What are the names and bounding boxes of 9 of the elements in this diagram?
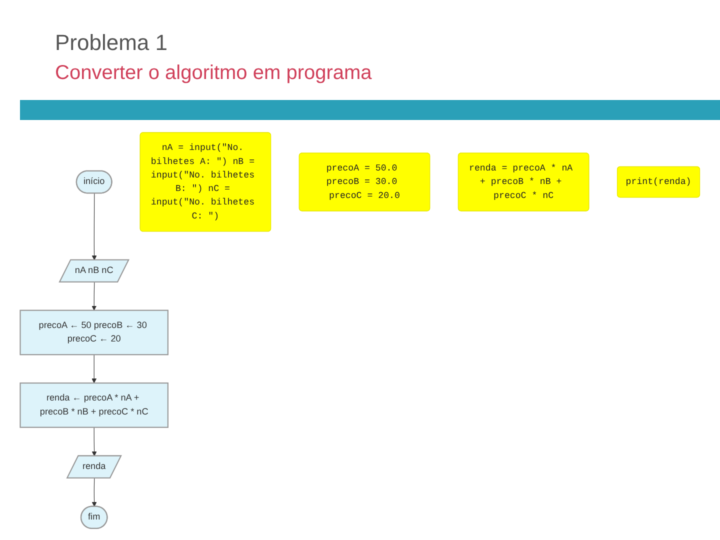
node-box: precoA ← 50 precoB ← 30 precoC ← 20 bbox=[20, 310, 168, 356]
arrow bbox=[92, 193, 97, 260]
subtitle: Converter o algoritmo em programa bbox=[55, 62, 372, 85]
arrow bbox=[92, 427, 97, 456]
node-box: renda ← precoA * nA + precoB * nB + precoC * nC bbox=[20, 382, 168, 428]
arrow bbox=[92, 354, 97, 384]
slide-title: Problema 1 bbox=[55, 30, 168, 56]
arrow bbox=[92, 478, 97, 507]
arrow bbox=[92, 282, 97, 311]
